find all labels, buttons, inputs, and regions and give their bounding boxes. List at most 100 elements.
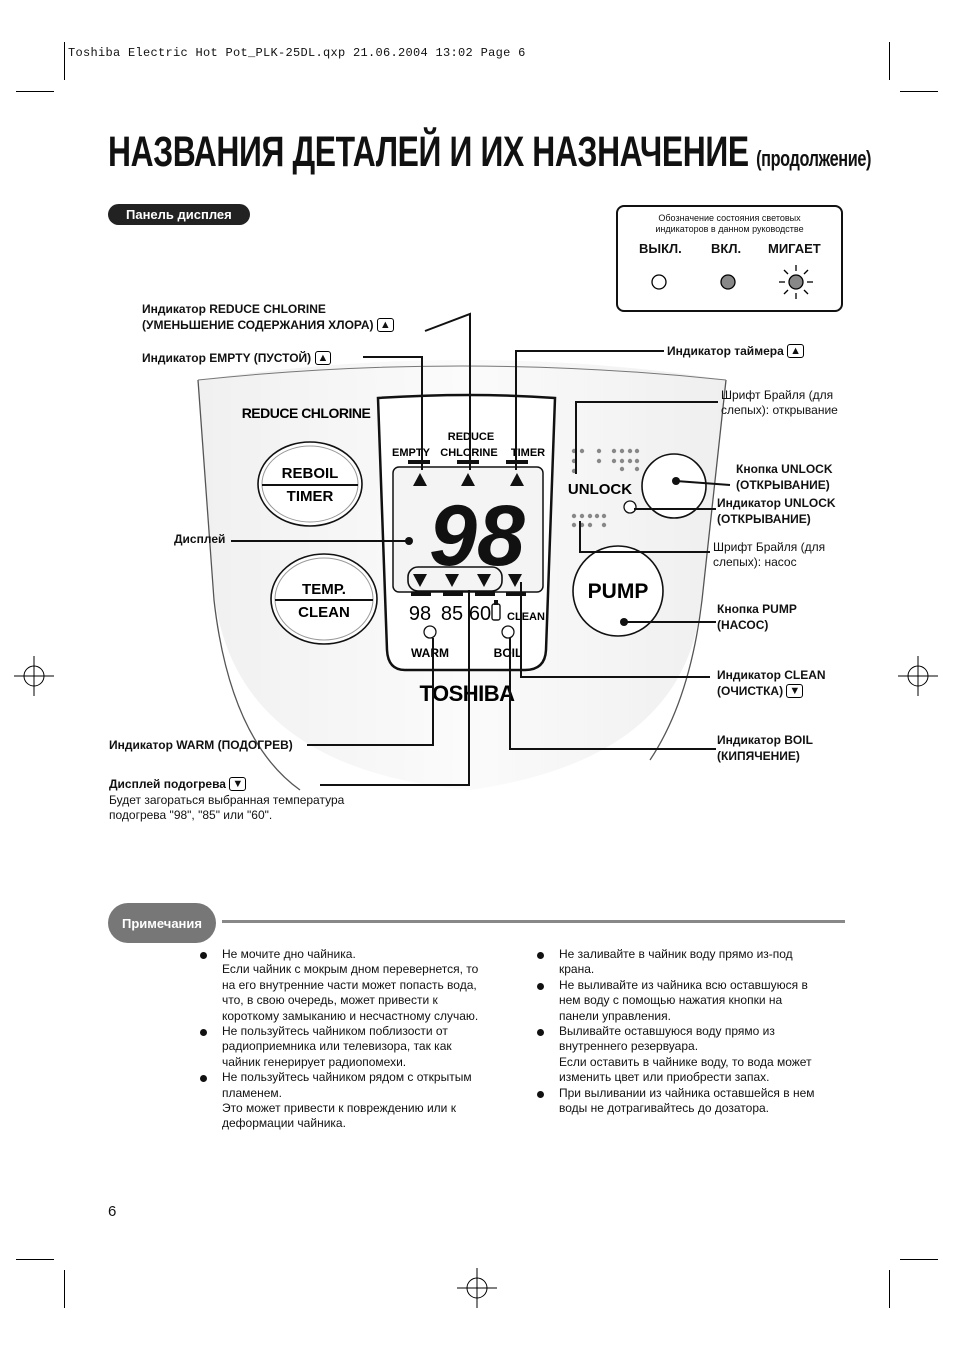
panel-timer-small-label: TIMER <box>511 447 545 459</box>
callout-braille-pump: Шрифт Брайля (для слепых): насос <box>713 540 825 570</box>
braille-unlock-dots <box>571 448 640 474</box>
thermos-icon <box>491 600 501 621</box>
registration-mark-left <box>14 656 54 696</box>
legend-box: Обозначение состояния световых индикатор… <box>616 205 843 312</box>
off-indicator-icon <box>651 274 667 290</box>
bullet-icon <box>200 1075 207 1083</box>
callout-text: (ОТКРЫВАНИЕ) <box>717 512 811 526</box>
callout-text: (УМЕНЬШЕНИЕ СОДЕРЖАНИЯ ХЛОРА) <box>142 318 374 332</box>
callout-reduce-chlorine: Индикатор REDUCE CHLORINE (УМЕНЬШЕНИЕ СО… <box>142 301 394 333</box>
callout-text: Дисплей подогрева <box>109 777 226 791</box>
bullet-icon <box>537 982 544 990</box>
callout-braille-unlock: Шрифт Брайля (для слепых): открывание <box>721 388 838 418</box>
bullet-icon <box>537 952 544 959</box>
temp-label: TEMP. <box>302 581 346 598</box>
bullet-icon <box>537 1090 544 1098</box>
notes-list-right: Не заливайте в чайник воду прямо из-под … <box>537 947 857 1116</box>
callout-text: (НАСОС) <box>717 618 769 632</box>
panel-outline <box>197 379 301 791</box>
note-item: Выливайте оставшуюся воду прямо из внутр… <box>537 1024 857 1086</box>
unlock-button[interactable] <box>641 453 707 519</box>
callout-text: Индикатор WARM (ПОДОГРЕВ) <box>109 738 293 752</box>
notes-label: Примечания <box>108 903 216 943</box>
down-triangle-icon: ▼ <box>229 777 247 791</box>
callout-unlock-button: Кнопка UNLOCK (ОТКРЫВАНИЕ) <box>736 461 833 493</box>
registration-mark-bottom <box>457 1268 497 1308</box>
panel-clean-small-label: CLEAN <box>507 611 545 623</box>
bullet-icon <box>200 1029 207 1037</box>
warm-indicator-lamp <box>423 625 437 639</box>
callout-boil: Индикатор BOIL (КИПЯЧЕНИЕ) <box>717 732 813 764</box>
timer-label: TIMER <box>287 488 334 505</box>
control-panel-diagram: REDUCE CHLORINE REBOIL TIMER TEMP. CLEAN… <box>197 312 731 791</box>
callout-empty: Индикатор EMPTY (ПУСТОЙ) ▲ <box>142 350 332 366</box>
crop-mark <box>889 1270 890 1308</box>
down-triangle-icon: ▼ <box>786 684 804 698</box>
callout-text: Шрифт Брайля (для <box>713 540 826 554</box>
unlock-indicator-lamp <box>623 500 637 514</box>
crop-mark <box>16 91 54 92</box>
clean-down-triangle-icon <box>508 574 522 587</box>
notes-divider <box>222 920 845 923</box>
note-item: Не заливайте в чайник воду прямо из-под … <box>537 947 857 978</box>
note-item: Не мочите дно чайника. Если чайник с мок… <box>200 947 520 1024</box>
page-number: 6 <box>108 1203 117 1220</box>
up-triangle-icon: ▲ <box>376 318 394 332</box>
callout-clean: Индикатор CLEAN (ОЧИСТКА) ▼ <box>717 667 826 699</box>
brand-logo: TOSHIBA <box>419 681 515 706</box>
callout-text: Индикатор CLEAN <box>717 668 826 682</box>
callout-text: Индикатор таймера <box>667 344 784 358</box>
braille-pump-dots <box>571 513 607 528</box>
temp-60-label: 60 <box>469 603 491 625</box>
empty-up-triangle-icon <box>413 473 427 486</box>
callout-display: Дисплей <box>174 531 225 547</box>
bullet-icon <box>200 952 207 959</box>
warm-98-down-triangle-icon <box>413 574 427 587</box>
legend-caption: Обозначение состояния световых индикатор… <box>618 213 841 235</box>
panel-boil-label: BOIL <box>494 646 523 660</box>
callout-unlock-indicator: Индикатор UNLOCK (ОТКРЫВАНИЕ) <box>717 495 836 527</box>
up-triangle-icon: ▲ <box>787 344 804 358</box>
bullet-icon <box>537 1029 544 1037</box>
pump-button[interactable] <box>572 545 664 637</box>
lcd-digits: 98 <box>429 488 525 584</box>
callout-timer: Индикатор таймера ▲ <box>667 343 804 359</box>
up-triangle-icon: ▲ <box>314 351 332 365</box>
leader-dots <box>405 477 680 626</box>
leader-lines <box>231 312 731 786</box>
callout-text: слепых): насос <box>713 555 797 569</box>
title-subtitle: (продолжение) <box>756 146 872 171</box>
legend-caption-line: Обозначение состояния световых <box>658 213 801 223</box>
callout-text: слепых): открывание <box>721 403 838 417</box>
panel-outline <box>649 379 727 761</box>
legend-state-blink: МИГАЕТ <box>768 241 821 256</box>
callout-text: Дисплей <box>174 532 226 546</box>
callout-text: Индикатор UNLOCK <box>717 496 836 510</box>
panel-empty-label: EMPTY <box>392 447 431 459</box>
reboil-label: REBOIL <box>282 465 339 482</box>
callout-text: (ОЧИСТКА) <box>717 684 784 698</box>
note-item: Не пользуйтесь чайником поблизости от ра… <box>200 1024 520 1070</box>
registration-mark-right <box>898 656 938 696</box>
crop-mark <box>900 1259 938 1260</box>
callout-warm-display: Дисплей подогрева ▼ Будет загораться выб… <box>109 777 344 824</box>
callout-text: Кнопка UNLOCK <box>736 462 833 476</box>
callout-warm: Индикатор WARM (ПОДОГРЕВ) <box>109 737 293 753</box>
crop-mark <box>16 1259 54 1260</box>
page-title: НАЗВАНИЯ ДЕТАЛЕЙ И ИХ НАЗНАЧЕНИЕ (продолж… <box>108 128 871 177</box>
note-item: При выливании из чайника оставшейся в не… <box>537 1086 857 1117</box>
on-indicator-icon <box>720 274 736 290</box>
note-item: Не пользуйтесь чайником рядом с открытым… <box>200 1070 520 1132</box>
title-main: НАЗВАНИЯ ДЕТАЛЕЙ И ИХ НАЗНАЧЕНИЕ <box>108 128 749 176</box>
panel-reduce-chlorine-label: REDUCE CHLORINE <box>242 405 371 421</box>
panel-unlock-label: UNLOCK <box>568 481 632 498</box>
warm-85-down-triangle-icon <box>445 574 459 587</box>
warm-60-down-triangle-icon <box>477 574 491 587</box>
file-header: Toshiba Electric Hot Pot_PLK-25DL.qxp 21… <box>68 46 526 60</box>
blinking-indicator-icon <box>779 265 813 299</box>
note-item: Не выливайте из чайника всю оставшуюся в… <box>537 978 857 1024</box>
timer-up-triangle-icon <box>510 473 524 486</box>
temp-85-label: 85 <box>441 603 463 625</box>
callout-text: Кнопка PUMP <box>717 602 797 616</box>
legend-caption-line: индикаторов в данном руководстве <box>655 224 804 234</box>
